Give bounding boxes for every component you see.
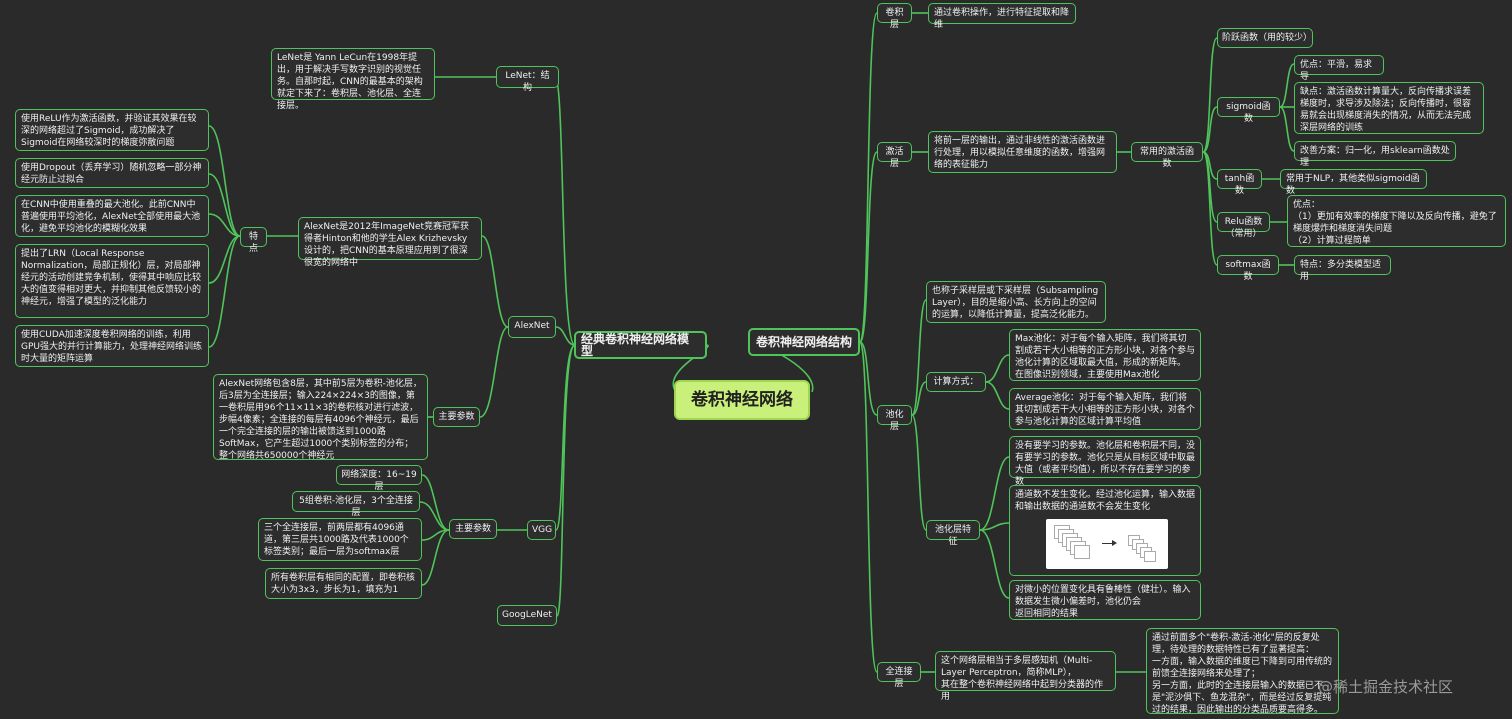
link-vgg <box>555 344 576 531</box>
node-relu[interactable]: Relu函数（常用） <box>1217 212 1270 239</box>
node-max-pooling[interactable]: Max池化：对于每个输入矩阵，我们将其切割成若干大小相等的正方形小块，对各个参与… <box>1009 329 1201 381</box>
node-softmax[interactable]: softmax函数 <box>1217 255 1279 282</box>
node-alexnet-feature-lrn[interactable]: 提出了LRN（Local Response Normalization，局部正规… <box>15 244 209 318</box>
node-tanh-desc[interactable]: 常用于NLP，其他类似sigmoid函数 <box>1280 169 1427 196</box>
link-center-left <box>672 344 709 393</box>
node-alexnet-desc[interactable]: AlexNet是2012年ImageNet竞赛冠军获得者Hinton和他的学生A… <box>298 217 482 268</box>
pooling-channels-image <box>1046 519 1168 569</box>
node-relu-desc[interactable]: 优点： （1）更加有效率的梯度下降以及反向传播，避免了梯度爆炸和梯度消失问题 （… <box>1287 195 1506 247</box>
node-conv-desc[interactable]: 通过卷积操作，进行特征提取和降维 <box>928 3 1076 30</box>
node-conv-layer[interactable]: 卷积层 <box>877 3 912 30</box>
node-pooling-features[interactable]: 池化层特征 <box>926 520 980 547</box>
node-vgg-params-label[interactable]: 主要参数 <box>449 519 497 539</box>
node-softmax-desc[interactable]: 特点：多分类模型适用 <box>1294 255 1391 282</box>
node-step-function[interactable]: 阶跃函数（用的较少） <box>1217 28 1313 48</box>
node-fc-desc[interactable]: 这个网络层相当于多层感知机（Multi-Layer Perceptron，简称M… <box>935 651 1116 702</box>
node-tanh[interactable]: tanh函数 <box>1217 169 1262 196</box>
node-pooling-calc[interactable]: 计算方式： <box>926 372 986 392</box>
node-pooling-feature-robust[interactable]: 对微小的位置变化具有鲁棒性（健壮）。输入数据发生微小偏差时，池化仍会 返回相同的… <box>1009 580 1201 620</box>
node-sigmoid-pros[interactable]: 优点：平滑，易求导 <box>1294 55 1384 82</box>
node-activation-desc[interactable]: 将前一层的输出，通过非线性的激活函数进行处理，用以模拟任意维度的函数，增强网络的… <box>928 131 1117 173</box>
node-alexnet-params[interactable]: AlexNet网络包含8层，其中前5层为卷积-池化层，后3层为全连接层；输入22… <box>213 374 428 461</box>
main-topic-cnn-structure[interactable]: 卷积神经网络结构 <box>748 328 860 356</box>
node-alexnet[interactable]: AlexNet <box>508 316 556 338</box>
watermark: @稀土掘金技术社区 <box>1318 678 1454 696</box>
node-lenet-desc[interactable]: LeNet是 Yann LeCun在1998年提出，用于解决手写数字识别的视觉任… <box>271 48 435 111</box>
node-sigmoid[interactable]: sigmoid函数 <box>1217 97 1280 124</box>
node-activation-layer[interactable]: 激活层 <box>877 142 912 169</box>
node-vgg-param-fc[interactable]: 三个全连接层，前两层都有4096通道，第三层共1000路及代表1000个标签类别… <box>258 518 422 561</box>
node-alexnet-feature-cuda[interactable]: 使用CUDA加速深度卷积网络的训练，利用GPU强大的并行计算能力，处理神经网络训… <box>15 325 209 367</box>
node-fc-detail[interactable]: 通过前面多个"卷积-激活-池化"层的反复处理，待处理的数据特性已有了显著提高： … <box>1146 628 1339 715</box>
node-vgg-param-conv[interactable]: 所有卷积层有相同的配置，即卷积核大小为3x3，步长为1，填充为1 <box>265 568 422 599</box>
node-common-activations[interactable]: 常用的激活函数 <box>1131 142 1203 169</box>
node-alexnet-feature-maxpool[interactable]: 在CNN中使用重叠的最大池化。此前CNN中普遍使用平均池化，AlexNet全部使… <box>15 195 209 237</box>
node-fc-layer[interactable]: 全连接层 <box>877 662 921 689</box>
node-alexnet-params-label[interactable]: 主要参数 <box>433 407 480 427</box>
node-alexnet-features[interactable]: 特点 <box>240 227 267 254</box>
node-vgg-param-groups[interactable]: 5组卷积-池化层，3个全连接层 <box>292 491 420 518</box>
node-sigmoid-cons[interactable]: 缺点：激活函数计算量大，反向传播求误差梯度时，求导涉及除法；反向传播时，很容易就… <box>1294 82 1484 134</box>
link-alexnet <box>555 326 576 346</box>
central-topic[interactable]: 卷积神经网络 <box>674 380 810 420</box>
node-average-pooling[interactable]: Average池化：对于每个输入矩阵，我们将其切割成若干大小相等的正方形小块，对… <box>1009 388 1201 430</box>
node-pooling-layer[interactable]: 池化层 <box>877 405 912 432</box>
link-googlenet <box>556 344 576 617</box>
node-googlenet[interactable]: GoogLeNet <box>497 605 557 626</box>
node-pooling-desc[interactable]: 也称子采样层或下采样层（Subsampling Layer），目的是缩小高、长方… <box>926 281 1106 323</box>
node-vgg[interactable]: VGG <box>527 520 556 540</box>
node-vgg-param-depth[interactable]: 网络深度：16~19层 <box>336 465 422 492</box>
link-lenet <box>554 76 576 346</box>
node-pooling-feature-noparams[interactable]: 没有要学习的参数。池化层和卷积层不同，没有要学习的参数。池化只是从目标区域中取最… <box>1009 436 1201 487</box>
main-topic-classic-models[interactable]: 经典卷积神经网络模型 <box>574 331 707 359</box>
node-alexnet-feature-dropout[interactable]: 使用Dropout（丢弃学习）随机忽略一部分神经元防止过拟合 <box>15 158 209 188</box>
node-lenet[interactable]: LeNet：结构 <box>496 66 559 93</box>
node-alexnet-feature-relu[interactable]: 使用ReLU作为激活函数，并验证其效果在较深的网络超过了Sigmoid，成功解决… <box>15 109 209 151</box>
node-sigmoid-improve[interactable]: 改善方案：归一化，用sklearn函数处理 <box>1294 141 1456 168</box>
